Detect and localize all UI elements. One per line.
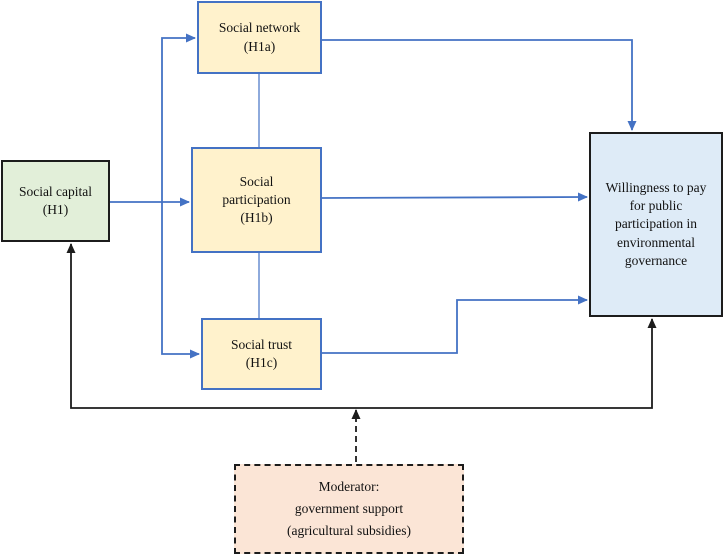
social-capital-label: Social capital [18, 183, 93, 199]
wtp-line-2: for public [629, 198, 683, 214]
arrow-network-to-wtp [322, 39, 637, 131]
social-participation-hypothesis: (H1b) [240, 210, 273, 226]
arrow-trust-to-wtp [322, 295, 588, 354]
moderator-line-to-wtp [356, 318, 657, 409]
social-participation-label-1: Social [239, 173, 274, 189]
willingness-to-pay-box: Willingness to pay for public participat… [589, 132, 723, 317]
wtp-line-1: Willingness to pay [605, 179, 707, 195]
arrow-capital-to-trust [161, 202, 200, 359]
social-network-label: Social network [218, 20, 301, 36]
social-trust-hypothesis: (H1c) [245, 355, 278, 370]
wtp-line-3: participation in [614, 216, 698, 232]
social-capital-box: Social capital (H1) [1, 160, 110, 242]
social-network-box: Social network (H1a) [197, 1, 322, 74]
moderator-box: Moderator: government support (agricultu… [234, 464, 464, 554]
moderator-label: government support [294, 500, 404, 516]
social-network-hypothesis: (H1a) [243, 38, 276, 54]
moderator-line-to-capital [66, 243, 356, 409]
social-participation-box: Social participation (H1b) [191, 147, 322, 253]
social-capital-hypothesis: (H1) [42, 202, 69, 217]
social-trust-label: Social trust [230, 336, 293, 352]
arrow-participation-to-wtp [321, 192, 588, 202]
wtp-line-5: governance [624, 252, 688, 268]
moderator-detail: (agricultural subsidies) [286, 523, 412, 539]
moderator-title: Moderator: [318, 478, 380, 494]
arrow-capital-to-network [110, 33, 196, 203]
wtp-line-4: environmental [617, 234, 695, 250]
social-trust-box: Social trust (H1c) [201, 318, 322, 390]
social-participation-label-2: participation [222, 191, 291, 207]
